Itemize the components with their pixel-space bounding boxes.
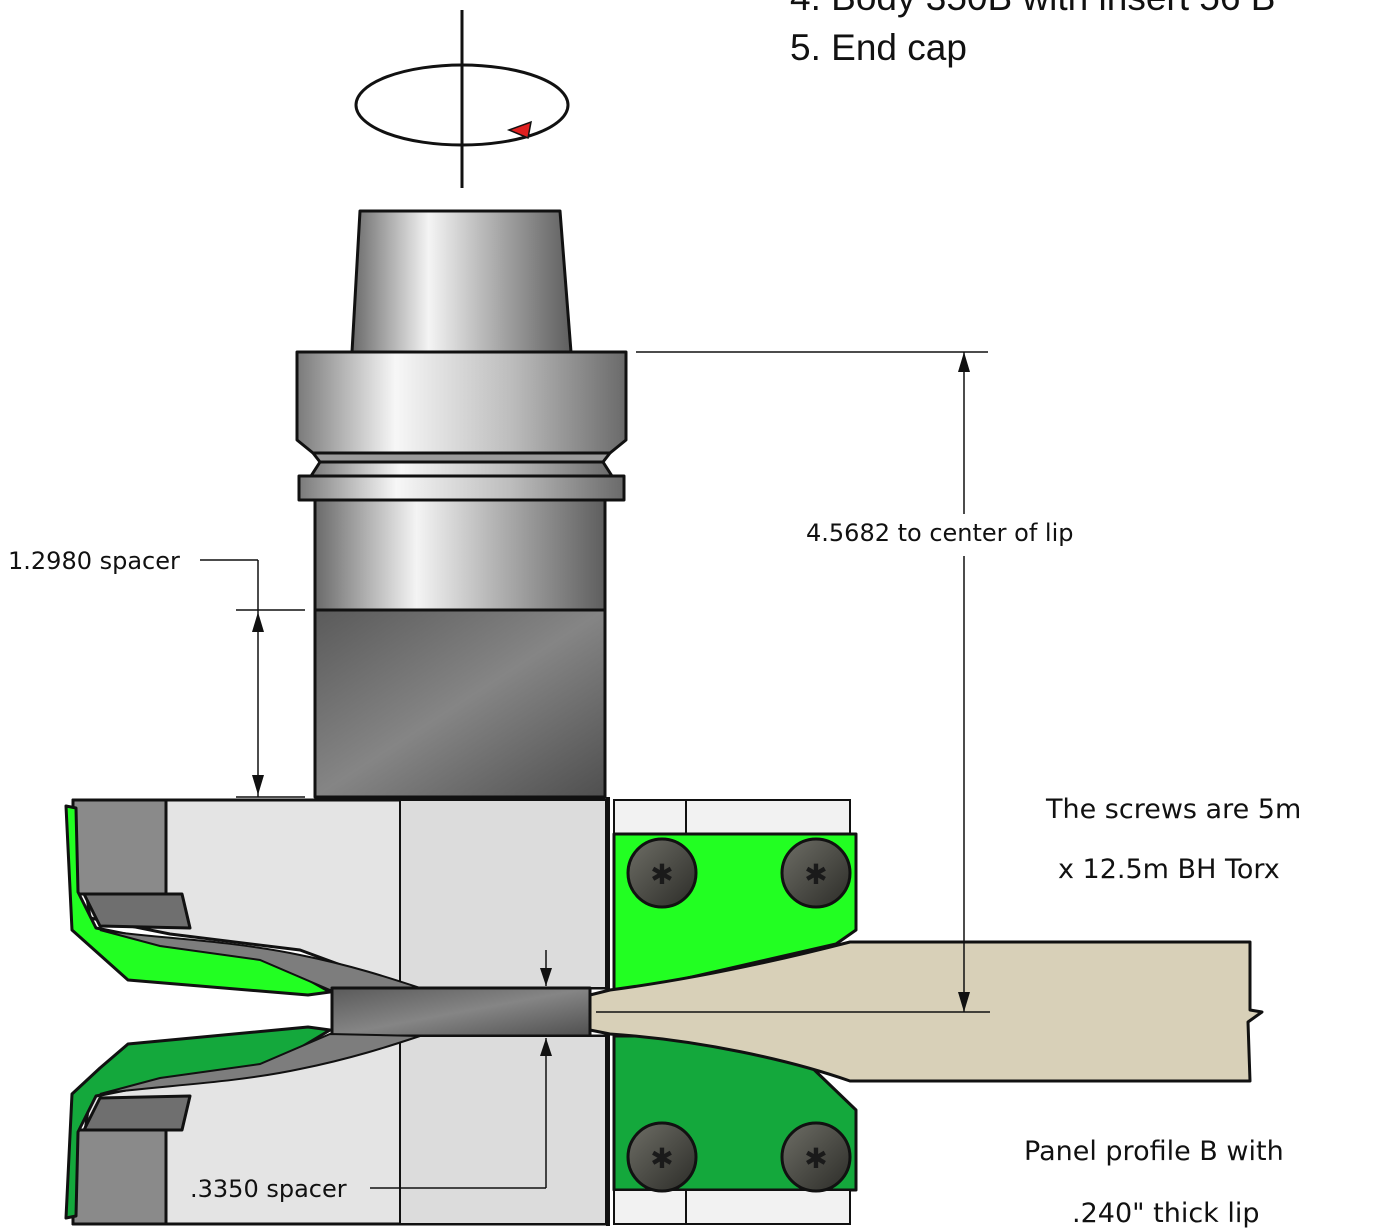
torx-screw-icon (626, 1121, 698, 1193)
screws-note-line-2: x 12.5m BH Torx (1058, 854, 1280, 885)
screws-note-line-1: The screws are 5m (1045, 794, 1301, 825)
top-spacer (313, 608, 607, 799)
bottom-spacer (330, 986, 592, 1038)
parts-list-line-4: 4. Body 350B with insert 56 B (790, 0, 1275, 18)
dimension-label-bottom-spacer: .3350 spacer (190, 1175, 347, 1203)
panel-workpiece (588, 940, 1264, 1083)
arbor (313, 498, 607, 612)
tool-collar (295, 350, 628, 502)
dimension-label-top-spacer: 1.2980 spacer (8, 547, 180, 575)
torx-screw-icon (626, 837, 698, 909)
profile-note-line-2: .240" thick lip (1072, 1198, 1260, 1229)
dimension-label-lip-height: 4.5682 to center of lip (806, 519, 1074, 547)
lower-right-insert: ✱ ✱ (612, 1034, 858, 1225)
upper-cutter-body (71, 798, 608, 990)
rotation-arrow-icon (354, 10, 570, 188)
upper-insert-knife (64, 804, 421, 997)
lower-insert-knife (64, 1025, 421, 1220)
torx-screw-icon (780, 837, 852, 909)
dimension-top-spacer (200, 559, 305, 798)
upper-right-insert: ✱ ✱ (598, 799, 858, 1000)
torx-screw-icon: ✱ (650, 1143, 673, 1174)
parts-list-line-5: 5. End cap (790, 27, 967, 68)
dimension-lip-height (636, 351, 988, 1012)
tool-shank (350, 209, 573, 354)
torx-screw-icon: ✱ (650, 859, 673, 890)
torx-screw-icon: ✱ (804, 1143, 827, 1174)
dimension-bottom-spacer (370, 950, 552, 1189)
torx-screw-icon: ✱ (804, 859, 827, 890)
profile-note-line-1: Panel profile B with (1024, 1136, 1284, 1167)
torx-screw-icon (780, 1121, 852, 1193)
